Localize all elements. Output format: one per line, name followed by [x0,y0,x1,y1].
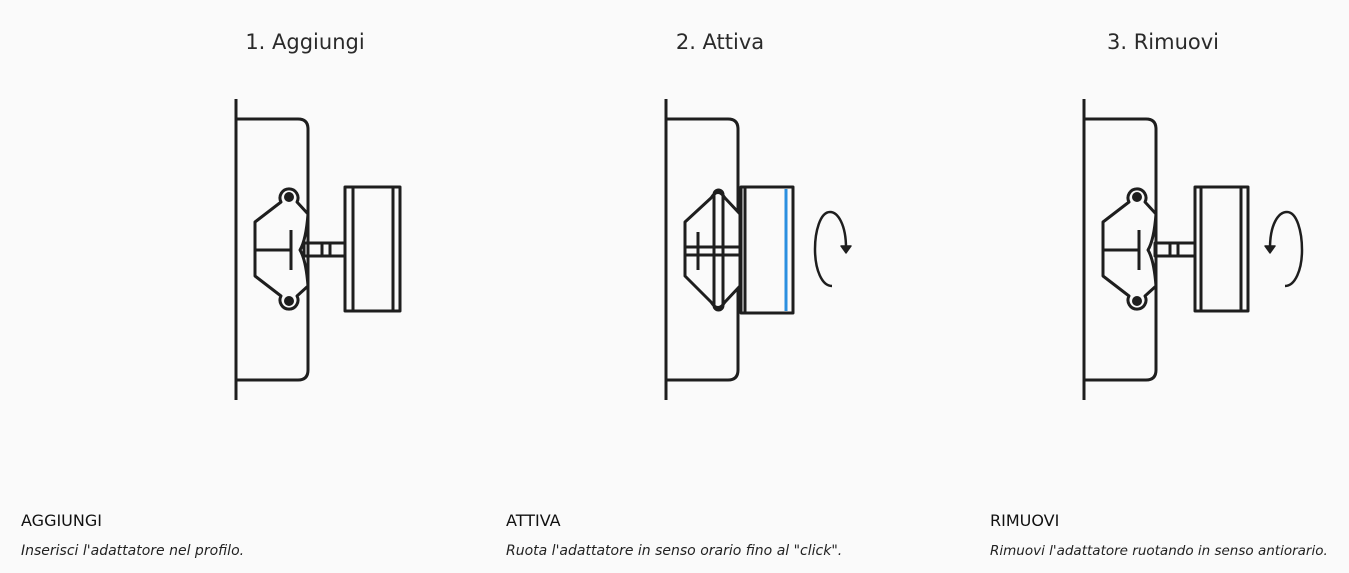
step-1-diagram [234,97,402,402]
step-2-label: ATTIVA [506,511,561,530]
step-3-diagram [1082,97,1304,402]
step-2-description: Ruota l'adattatore in senso orario fino … [506,543,843,559]
step-3-label: RIMUOVI [990,511,1060,530]
step-3-title: 3. Rimuovi [1106,30,1220,54]
step-1-label: AGGIUNGI [21,511,102,530]
counterclockwise-arrow-icon [1264,210,1304,288]
step-1-description: Inserisci l'adattatore nel profilo. [21,543,245,559]
step-3-description: Rimuovi l'adattatore ruotando in senso a… [990,543,1328,559]
step-2-diagram [664,97,852,402]
step-2-title: 2. Attiva [675,30,765,54]
clockwise-arrow-icon [813,210,852,288]
step-1-title: 1. Aggiungi [245,30,365,54]
